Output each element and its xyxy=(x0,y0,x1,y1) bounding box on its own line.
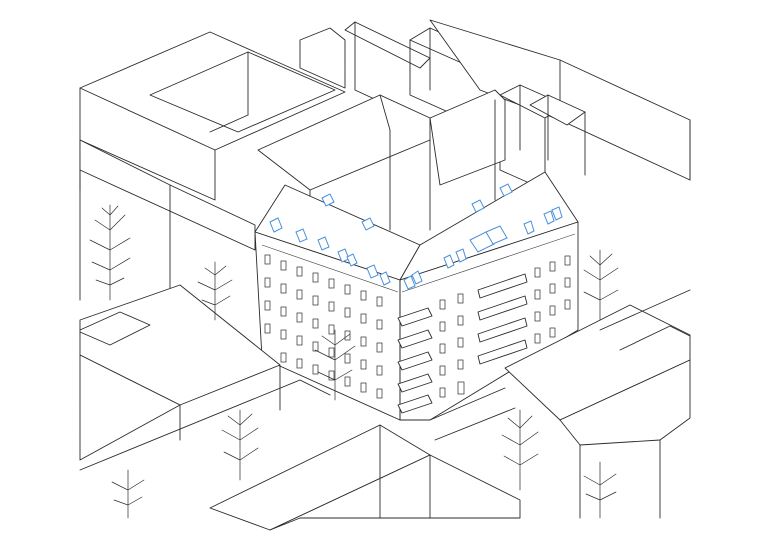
roof-skylights xyxy=(269,183,563,290)
tree-7 xyxy=(583,461,617,519)
block-east xyxy=(504,304,691,519)
right-facade-windows xyxy=(439,255,571,398)
block-south xyxy=(209,424,521,531)
street-lines xyxy=(79,289,691,471)
courtyard-walls xyxy=(257,89,506,241)
tree-6 xyxy=(501,409,539,491)
background-block-north-west xyxy=(79,31,346,201)
tree-2 xyxy=(197,261,233,321)
block-south-west xyxy=(79,284,281,461)
right-facade-balconies xyxy=(397,273,528,414)
tree-5 xyxy=(111,469,145,519)
tree-4 xyxy=(221,409,259,481)
tree-1 xyxy=(89,204,131,301)
tree-8 xyxy=(583,249,619,321)
background-block-north-east xyxy=(429,19,691,191)
block-west xyxy=(79,139,256,301)
left-facade-windows xyxy=(264,254,383,399)
tree-3 xyxy=(314,329,356,401)
